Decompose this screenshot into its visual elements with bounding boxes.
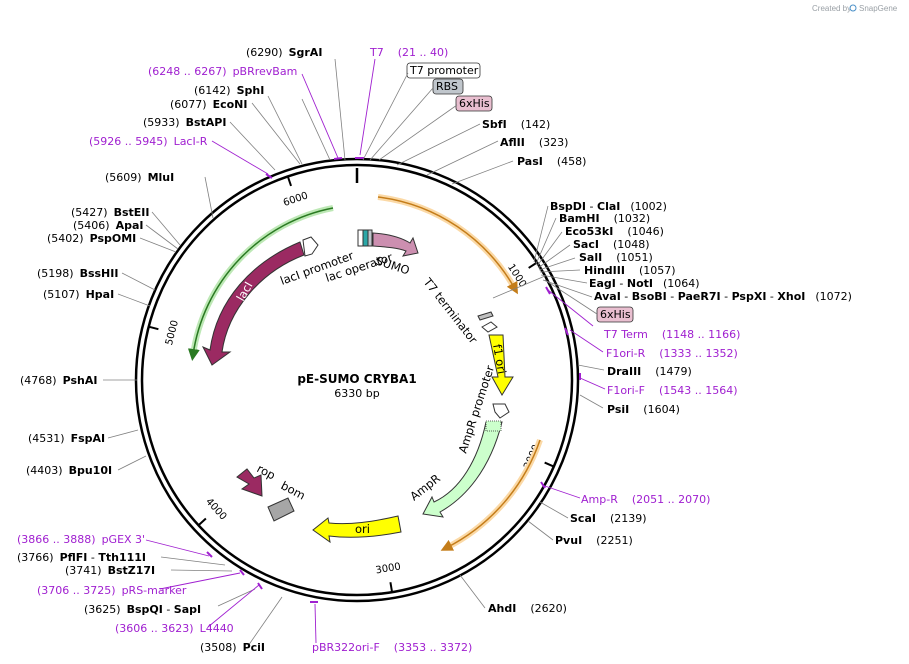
site-mlui: (5609)MluI xyxy=(105,171,174,184)
bom-label: bom xyxy=(279,478,308,502)
site-bamhi: BamHI(1032) xyxy=(559,212,650,225)
ampr-promoter-arrow-icon xyxy=(492,403,510,419)
site-bsshii: (5198)BssHII xyxy=(37,267,118,280)
laci-promoter-arrow-icon xyxy=(302,236,319,257)
site-eco53ki: Eco53kI(1046) xyxy=(565,225,664,238)
f1-ori-feature xyxy=(488,334,514,396)
site-l4440: (3606 .. 3623)L4440 xyxy=(115,622,234,635)
credit-brand: SnapGene xyxy=(859,4,898,13)
his-right-callout-box xyxy=(596,306,634,323)
scale-tick-3000 xyxy=(389,582,394,593)
site-f1orir: F1ori-R(1333 .. 1352) xyxy=(606,347,738,360)
sumo-feature xyxy=(372,232,419,257)
site-pspomi: (5402)PspOMI xyxy=(47,232,136,245)
site-sbfi: SbfI(142) xyxy=(482,118,550,131)
plasmid-name: pE-SUMO CRYBA1 xyxy=(297,372,416,386)
his-callout: 6xHis xyxy=(459,97,490,110)
site-pflfi: (3766)PflFI - Tth111I xyxy=(17,551,146,564)
backbone-inner-ring xyxy=(140,163,574,597)
scale-tick-6000 xyxy=(286,176,292,187)
site-aflii: AflII(323) xyxy=(500,136,568,149)
ori-feature xyxy=(312,515,402,544)
t7-promoter-box xyxy=(357,229,364,247)
site-pshai: (4768)PshAI xyxy=(20,374,97,387)
snapgene-logo-icon xyxy=(849,4,857,12)
ampr-feature xyxy=(422,421,503,518)
scale-label-6000: 6000 xyxy=(282,190,310,209)
site-ampr: Amp-R(2051 .. 2070) xyxy=(581,493,710,506)
laci-feature xyxy=(201,241,305,366)
ampr-label: AmpR xyxy=(407,471,443,503)
site-hpai: (5107)HpaI xyxy=(43,288,114,301)
site-f1orif: F1ori-F(1543 .. 1564) xyxy=(607,384,738,397)
site-apai: (5406)ApaI xyxy=(73,219,143,232)
site-scai: ScaI(2139) xyxy=(570,512,647,525)
t7-terminator-arrow-icon xyxy=(481,321,498,333)
site-pgex3: (3866 .. 3888)pGEX 3' xyxy=(17,533,145,546)
scale-label-3000: 3000 xyxy=(375,561,402,576)
orange-arc-2 xyxy=(440,439,541,551)
site-sali: SalI(1051) xyxy=(579,251,653,264)
his-callout-box xyxy=(455,95,493,112)
orange-arc-1 xyxy=(377,196,518,295)
site-bstz17i: (3741)BstZ17I xyxy=(65,564,155,577)
rop-feature xyxy=(236,468,263,497)
site-t7term: T7 Term(1148 .. 1166) xyxy=(603,328,740,341)
his-right-leader xyxy=(544,279,598,315)
t7-promoter-callout-box xyxy=(406,62,481,79)
site-avai: AvaI - BsoBI - PaeR7I - PspXI - XhoI(107… xyxy=(594,290,852,303)
site-pbrrevbam: (6248 .. 6267)pBRrevBam xyxy=(148,65,297,78)
site-draiii: DraIII(1479) xyxy=(607,365,692,378)
scale-tick-5000 xyxy=(148,325,159,331)
primer-marks xyxy=(206,157,581,603)
lac-operator-box xyxy=(362,229,369,247)
site-bpu10i: (4403)Bpu10I xyxy=(26,464,112,477)
scale-tick-1000 xyxy=(528,261,538,269)
leader-lines xyxy=(103,58,605,647)
site-t7: T7(21 .. 40) xyxy=(369,46,448,59)
t7-terminator-feature xyxy=(477,311,494,321)
credit-prefix: Created by xyxy=(812,4,851,13)
site-sphi: (6142)SphI xyxy=(194,84,264,97)
his-right-callout: 6xHis xyxy=(600,308,631,321)
plasmid-size: 6330 bp xyxy=(334,387,379,400)
f1-ori-label: f1 ori xyxy=(490,343,509,375)
site-psii: PsiI(1604) xyxy=(607,403,680,416)
rbs-callout: RBS xyxy=(436,80,458,93)
ori-label: ori xyxy=(355,522,370,536)
site-prsmarker: (3706 .. 3725)pRS-marker xyxy=(37,584,187,597)
site-pvui: PvuI(2251) xyxy=(555,534,633,547)
site-econi: (6077)EcoNI xyxy=(170,98,247,111)
site-bspqi: (3625)BspQI - SapI xyxy=(84,603,201,616)
site-ahdi: AhdI(2620) xyxy=(488,602,567,615)
site-hindiii: HindIII(1057) xyxy=(584,264,676,277)
site-pasi: PasI(458) xyxy=(517,155,586,168)
site-bspdi: BspDI - ClaI(1002) xyxy=(550,200,667,213)
site-bstapi: (5933)BstAPI xyxy=(143,116,226,129)
site-pcii: (3508)PciI xyxy=(200,641,265,654)
scale-tick-2000 xyxy=(544,461,555,468)
scale-tick-4000 xyxy=(197,517,207,527)
site-sgrai: (6290)SgrAI xyxy=(246,46,322,59)
site-eagi: EagI - NotI(1064) xyxy=(589,277,700,290)
site-fspai: (4531)FspAI xyxy=(28,432,105,445)
site-laci-r: (5926 .. 5945)LacI-R xyxy=(89,135,208,148)
scale-label-4000: 4000 xyxy=(203,496,228,522)
bom-feature xyxy=(267,497,295,522)
site-pbr322: pBR322ori-F(3353 .. 3372) xyxy=(312,641,472,654)
sumo-label: SUMO xyxy=(374,254,411,278)
t7-terminator-label: T7 terminator xyxy=(420,274,481,346)
rbs-box xyxy=(367,229,373,247)
rbs-callout-box xyxy=(432,78,464,95)
primer-leader-lines xyxy=(145,58,606,644)
site-bsteii: (5427)BstEII xyxy=(71,206,149,219)
green-arc xyxy=(187,207,334,361)
site-saci: SacI(1048) xyxy=(573,238,650,251)
t7-promoter-callout: T7 promoter xyxy=(409,64,479,77)
ampr-start-segment xyxy=(485,420,502,432)
scale-label-5000: 5000 xyxy=(164,319,181,346)
callout-lines xyxy=(362,72,458,161)
